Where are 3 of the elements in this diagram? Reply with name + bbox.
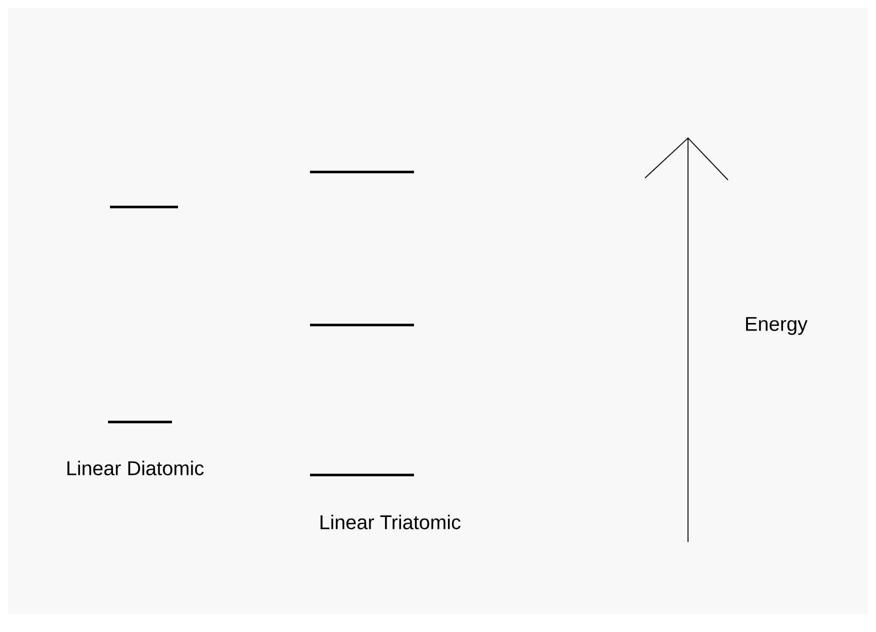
axis-label: Energy bbox=[746, 317, 808, 335]
series-label: Linear Diatomic bbox=[67, 460, 204, 476]
series-label: Linear Triatomic bbox=[320, 514, 460, 530]
